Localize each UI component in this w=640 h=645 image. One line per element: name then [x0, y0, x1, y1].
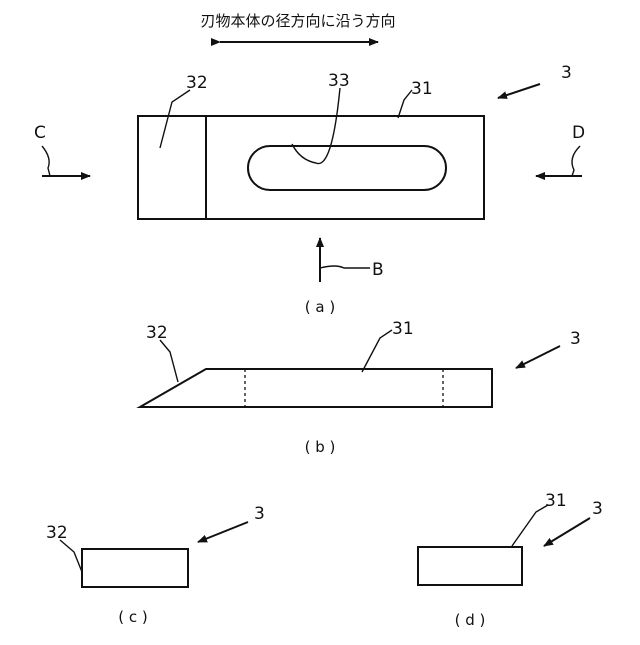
caption-c: ( c ): [118, 608, 148, 626]
arrow-3-d: [544, 518, 590, 546]
label-3: 3: [561, 63, 572, 83]
label-3-c: 3: [254, 504, 265, 524]
tip-end-view-c: [82, 549, 188, 587]
label-32-c: 32: [46, 523, 68, 543]
label-32-b: 32: [146, 323, 168, 343]
arrow-3-b: [516, 346, 560, 368]
label-32: 32: [186, 73, 208, 93]
arrow-3-c: [198, 522, 248, 542]
label-31: 31: [411, 79, 433, 99]
view-c: 32 3 ( c ): [46, 504, 265, 626]
leader-D: [572, 146, 580, 176]
view-a: 32 33 31 3 C D B ( a ): [34, 63, 585, 316]
label-33: 33: [328, 71, 350, 91]
tip-end-view-d: [418, 547, 522, 585]
label-3-d: 3: [592, 499, 603, 519]
view-b: 32 31 3 ( b ): [140, 319, 581, 456]
leader-32-c: [60, 540, 82, 572]
caption-a: ( a ): [305, 298, 335, 316]
tip-outline-top-view: [138, 116, 484, 219]
leader-32-b: [160, 340, 178, 382]
label-D: D: [572, 123, 585, 143]
caption-b: ( b ): [305, 438, 336, 456]
caption-d: ( d ): [455, 611, 486, 629]
label-31-d: 31: [545, 491, 567, 511]
label-B: B: [372, 260, 384, 280]
leader-33: [292, 88, 340, 164]
leader-31-b: [362, 330, 392, 372]
direction-title: 刃物本体の径方向に沿う方向: [200, 12, 395, 30]
label-3-b: 3: [570, 329, 581, 349]
label-31-b: 31: [392, 319, 414, 339]
view-d: 31 3 ( d ): [418, 491, 603, 629]
leader-C: [42, 146, 50, 176]
leader-31: [398, 90, 412, 118]
slot-33: [248, 146, 446, 190]
arrow-3: [498, 84, 540, 98]
leader-31-d: [512, 505, 548, 546]
leader-32: [160, 90, 190, 148]
leader-B: [320, 266, 370, 268]
label-C: C: [34, 123, 46, 143]
tip-outline-side-view: [140, 369, 492, 407]
